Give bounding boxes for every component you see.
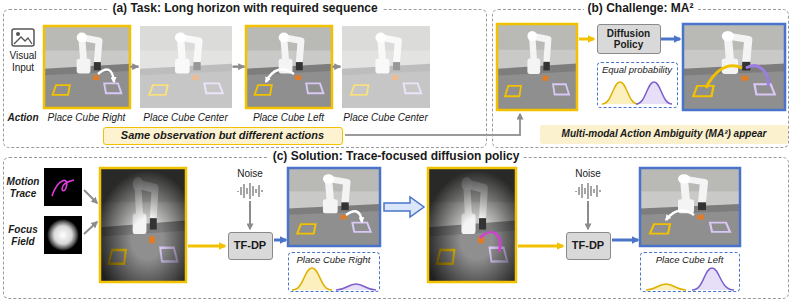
- model-name: TF-DP: [572, 239, 604, 252]
- flow-arrow: [612, 239, 638, 242]
- photo-frame: [497, 24, 577, 110]
- flow-arrow: [188, 245, 225, 248]
- motion-arrow: [266, 70, 294, 83]
- robot-photo: [246, 26, 332, 108]
- flow-arrow: [579, 38, 594, 41]
- distribution-curve: [646, 284, 686, 290]
- callout-text: Multi-modal Action Ambiguity (MA²) appea…: [542, 128, 786, 140]
- model-name: TF-DP: [234, 239, 266, 252]
- row-label: Action: [4, 112, 42, 124]
- input-label: Visual Input: [4, 50, 42, 74]
- flow-arrow: [274, 239, 286, 242]
- panel-frame: (c) Solution: Trace-focused diffusion po…: [3, 157, 789, 299]
- photo-frame: [288, 168, 380, 246]
- panel-title: (b) Challenge: MA²: [584, 1, 698, 16]
- flow-arrow: [587, 201, 589, 229]
- action-frame: Place Cube Left: [246, 26, 332, 124]
- panel-frame: (a) Task: Long horizon with required seq…: [3, 9, 487, 148]
- action-label: Place Cube Center: [143, 112, 228, 124]
- action-frame: Place Cube Center: [342, 26, 430, 124]
- action-frame: Place Cube Right: [44, 26, 130, 124]
- model-box: TF-DP: [228, 232, 273, 260]
- robot-photo: [497, 24, 577, 110]
- panel-frame: (b) Challenge: MA²Diffusion PolicyEqual …: [492, 9, 789, 148]
- model-box: Diffusion Policy: [597, 24, 661, 54]
- flow-arrow: [661, 38, 680, 41]
- motion-arrow: [666, 211, 694, 220]
- photo-frame: [640, 168, 740, 246]
- trajectory: [706, 66, 742, 88]
- robot-photo: [44, 26, 130, 108]
- sequence-arrow: [333, 65, 341, 68]
- photo-frame: [44, 26, 130, 108]
- robot-photo: [428, 168, 516, 282]
- motion-trace: [480, 232, 500, 252]
- input-label: Focus Field: [3, 224, 43, 248]
- icon-sun: [16, 32, 20, 36]
- flow-arrow: [249, 201, 251, 229]
- sequence-arrow: [131, 65, 139, 68]
- noise-icon: [238, 183, 262, 199]
- flow-arrow: [84, 222, 97, 234]
- focus-image: [44, 216, 82, 254]
- robot-photo: [140, 26, 232, 108]
- image-icon: [12, 29, 34, 46]
- input-label: Motion Trace: [3, 176, 43, 200]
- distribution-box: Equal probability: [597, 62, 678, 108]
- model-box: TF-DP: [566, 232, 611, 260]
- robot-photo: [342, 26, 430, 108]
- distribution-label: Equal probability: [602, 64, 672, 75]
- distribution-label: Place Cube Right: [297, 254, 371, 265]
- flow-arrow: [84, 190, 97, 203]
- distribution-box: Place Cube Right: [288, 252, 380, 292]
- noise-label: Noise: [230, 168, 270, 180]
- distribution-curve: [636, 82, 672, 104]
- distribution-curve: [692, 268, 734, 290]
- noise-icon: [576, 183, 600, 199]
- hollow-arrow: [384, 197, 424, 217]
- robot-photo: [288, 168, 380, 246]
- sequence-arrow: [233, 65, 245, 68]
- motion-trace: [52, 180, 74, 196]
- photo-frame: [246, 26, 332, 108]
- focus-blob: [47, 219, 79, 251]
- robot-photo: [640, 168, 740, 246]
- photo-frame: [100, 168, 186, 282]
- noise-bars: [576, 183, 600, 199]
- icon-mountain: [14, 37, 32, 44]
- noise-label: Noise: [568, 168, 608, 180]
- photo-frame: [683, 24, 785, 110]
- note-box: Same observation but different actions: [103, 127, 343, 145]
- action-label: Place Cube Right: [48, 112, 126, 124]
- trajectory: [746, 66, 768, 86]
- robot-photo: [683, 24, 785, 110]
- action-frame: Place Cube Center: [140, 26, 232, 124]
- panel-title: (c) Solution: Trace-focused diffusion po…: [269, 149, 524, 164]
- flow-arrow: [518, 245, 563, 248]
- icon-frame: [12, 29, 34, 46]
- model-name: Diffusion Policy: [601, 28, 657, 50]
- trace-image: [44, 168, 82, 206]
- spotlight: [428, 168, 516, 282]
- distribution-curve: [336, 284, 376, 290]
- motion-arrow: [98, 70, 114, 83]
- motion-arrow: [346, 211, 362, 222]
- robot-photo: [100, 168, 186, 282]
- distribution-curve: [292, 268, 332, 290]
- action-label: Place Cube Left: [253, 112, 324, 124]
- highlight-band: [540, 125, 788, 144]
- note-text: Same observation but different actions: [121, 129, 324, 142]
- panel-title: (a) Task: Long horizon with required seq…: [108, 1, 381, 16]
- action-label: Place Cube Center: [343, 112, 428, 124]
- spotlight: [100, 168, 186, 282]
- distribution-label: Place Cube Left: [656, 254, 724, 265]
- distribution-curve: [602, 82, 638, 104]
- photo-frame: [428, 168, 516, 282]
- distribution-box: Place Cube Left: [640, 252, 740, 292]
